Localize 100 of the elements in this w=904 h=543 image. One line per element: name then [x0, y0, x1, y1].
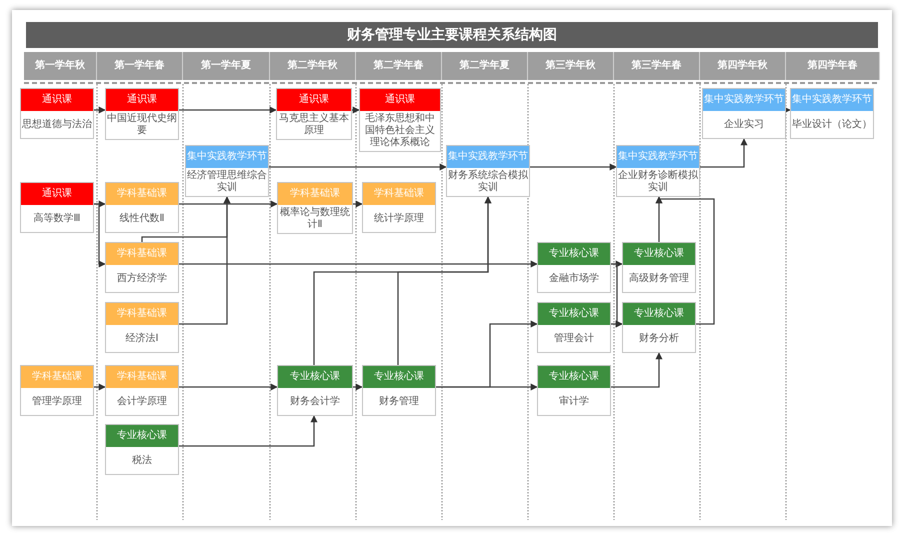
- course-name: 统计学原理: [373, 212, 425, 226]
- course-card: [20, 182, 94, 233]
- course-card: [446, 145, 530, 197]
- course-type-label: 学科基础课: [21, 366, 93, 388]
- course-type-label: 学科基础课: [106, 303, 178, 325]
- course-type-label: 学科基础课: [278, 183, 352, 205]
- column-header: 第二学年春: [356, 52, 442, 80]
- course-card: [622, 242, 696, 293]
- course-card: [537, 302, 611, 353]
- course-card: [105, 182, 179, 233]
- course-type-label: 集中实践教学环节: [447, 146, 529, 168]
- course-card: [20, 88, 94, 139]
- course-type-label: 通识课: [277, 89, 351, 111]
- arrow: [179, 106, 277, 114]
- course-name: 思想道德与法治: [21, 118, 93, 132]
- course-card: [362, 365, 436, 416]
- course-type-label: 学科基础课: [363, 183, 435, 205]
- course-card: [362, 182, 436, 233]
- course-name: 企业财务诊断模拟实训: [617, 168, 699, 195]
- course-type-label: 专业核心课: [363, 366, 435, 388]
- arrow: [94, 203, 106, 268]
- arrow: [611, 352, 662, 388]
- arrow: [94, 106, 106, 114]
- column-header: 第三学年秋: [528, 52, 614, 80]
- arrow: [353, 200, 363, 208]
- course-name: 高等数学Ⅲ: [32, 212, 82, 226]
- course-type-label: 学科基础课: [106, 243, 178, 265]
- course-type-label: 专业核心课: [623, 303, 695, 325]
- course-type-label: 集中实践教学环节: [703, 89, 785, 111]
- course-name: 线性代数Ⅱ: [118, 212, 166, 226]
- course-name: 经济管理思维综合实训: [186, 168, 268, 195]
- course-card: [537, 365, 611, 416]
- course-name: 税法: [131, 454, 153, 468]
- course-card: [790, 88, 874, 139]
- course-card: [105, 424, 179, 475]
- column-header: 第一学年秋: [24, 52, 97, 80]
- course-type-label: 集中实践教学环节: [617, 146, 699, 168]
- course-card: [616, 145, 700, 197]
- course-name: 金融市场学: [548, 272, 600, 286]
- course-card: [276, 88, 352, 140]
- arrow: [94, 384, 106, 390]
- course-type-label: 专业核心课: [623, 243, 695, 265]
- course-name: 财务系统综合模拟实训: [447, 168, 529, 195]
- arrow: [656, 196, 715, 325]
- column-header: 第一学年夏: [183, 52, 270, 80]
- column-header: 第一学年春: [97, 52, 183, 80]
- course-card: [105, 302, 179, 353]
- course-name: 高级财务管理: [628, 272, 690, 286]
- arrow: [611, 320, 623, 328]
- column-header: 第四学年秋: [700, 52, 786, 80]
- course-name: 毛泽东思想和中国特色社会主义理论体系概论: [364, 112, 436, 150]
- course-type-label: 通识课: [106, 89, 178, 111]
- arrow: [179, 196, 230, 325]
- course-card: [359, 88, 441, 152]
- course-type-label: 专业核心课: [538, 303, 610, 325]
- course-name: 毕业设计（论文）: [791, 118, 873, 132]
- course-name: 管理会计: [553, 332, 595, 346]
- course-card: [105, 242, 179, 293]
- course-card: [277, 365, 353, 416]
- course-card: [20, 365, 94, 416]
- course-name: 管理学原理: [31, 394, 83, 408]
- course-type-label: 专业核心课: [106, 425, 178, 447]
- course-card: [185, 145, 269, 197]
- course-card: [537, 242, 611, 293]
- course-type-label: 通识课: [21, 89, 93, 111]
- course-name: 经济法Ⅰ: [124, 332, 160, 346]
- column-header: 第二学年夏: [442, 52, 528, 80]
- course-name: 财务会计学: [289, 394, 341, 408]
- arrow: [179, 415, 318, 447]
- arrow: [352, 106, 360, 114]
- column-header: 第四学年春: [786, 52, 880, 80]
- chart-title: 财务管理专业主要课程关系结构图: [26, 22, 878, 48]
- course-name: 财务分析: [638, 332, 680, 346]
- course-name: 企业实习: [723, 118, 765, 132]
- course-card: [702, 88, 786, 139]
- arrow: [353, 384, 363, 390]
- course-type-label: 学科基础课: [106, 366, 178, 388]
- course-type-label: 集中实践教学环节: [186, 146, 268, 168]
- course-card: [105, 365, 179, 416]
- course-name: 西方经济学: [116, 272, 168, 286]
- course-type-label: 专业核心课: [538, 243, 610, 265]
- course-name: 财务管理: [378, 394, 420, 408]
- arrow: [397, 196, 492, 365]
- course-type-label: 学科基础课: [106, 183, 178, 205]
- course-type-label: 通识课: [360, 89, 440, 111]
- course-card: [622, 302, 696, 353]
- course-type-label: 集中实践教学环节: [791, 89, 873, 111]
- arrow: [700, 138, 748, 168]
- arrow: [530, 164, 617, 170]
- arrow: [179, 260, 538, 268]
- column-header: 第三学年春: [614, 52, 700, 80]
- arrow: [179, 200, 278, 208]
- arrow: [436, 320, 538, 388]
- course-name: 审计学: [558, 394, 590, 408]
- column-header: 第二学年秋: [270, 52, 356, 80]
- course-type-label: 专业核心课: [538, 366, 610, 388]
- arrow: [269, 164, 447, 170]
- course-card: [277, 182, 353, 234]
- course-name: 概率论与数理统计Ⅱ: [279, 206, 351, 232]
- arrow: [179, 384, 278, 390]
